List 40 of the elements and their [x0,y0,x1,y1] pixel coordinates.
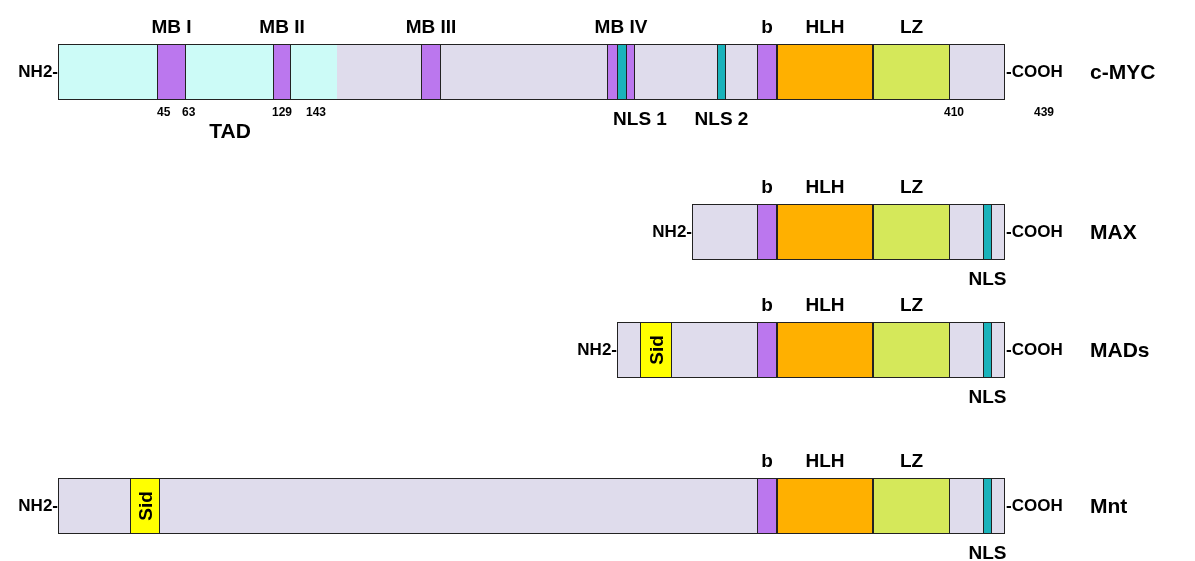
domain-label: HLH [805,17,845,36]
domain-label: Sid [646,335,666,365]
domain-label: HLH [805,451,845,470]
residue-number: 143 [306,106,327,118]
domain-label: b [761,177,773,196]
terminus-label: -COOH [1006,497,1063,514]
protein-name: Mnt [1090,495,1128,516]
domain-label: b [761,295,773,314]
domain-label: MB II [259,17,305,36]
terminus-label: NH2- [18,497,58,514]
domain-label: TAD [209,120,251,141]
domain-label: NLS 1 [613,109,667,128]
domain-label: HLH [805,295,845,314]
domain-label: NLS [968,387,1007,406]
terminus-label: -COOH [1006,223,1063,240]
domain-label: NLS 2 [694,109,749,128]
domain-label: MB IV [594,17,648,36]
domain-label: Sid [135,491,155,521]
domain-label: MB III [405,17,457,36]
domain-label: LZ [899,451,924,470]
terminus-label: NH2- [577,341,617,358]
domain-label: LZ [899,177,924,196]
domain-label: LZ [899,295,924,314]
residue-number: 410 [944,106,965,118]
protein-name: c-MYC [1090,61,1156,82]
terminus-label: -COOH [1006,341,1063,358]
residue-number: 439 [1034,106,1055,118]
domain-label: NLS [968,269,1007,288]
domain-label: b [761,451,773,470]
domain-label: MB I [151,17,192,36]
terminus-label: -COOH [1006,63,1063,80]
terminus-label: NH2- [18,63,58,80]
protein-name: MADs [1090,339,1150,360]
domain-label: LZ [899,17,924,36]
protein-name: MAX [1090,221,1137,242]
terminus-label: NH2- [652,223,692,240]
domain-label: NLS [968,543,1007,561]
domain-label: HLH [805,177,845,196]
domain-label: b [761,17,773,36]
residue-number: 63 [182,106,196,118]
